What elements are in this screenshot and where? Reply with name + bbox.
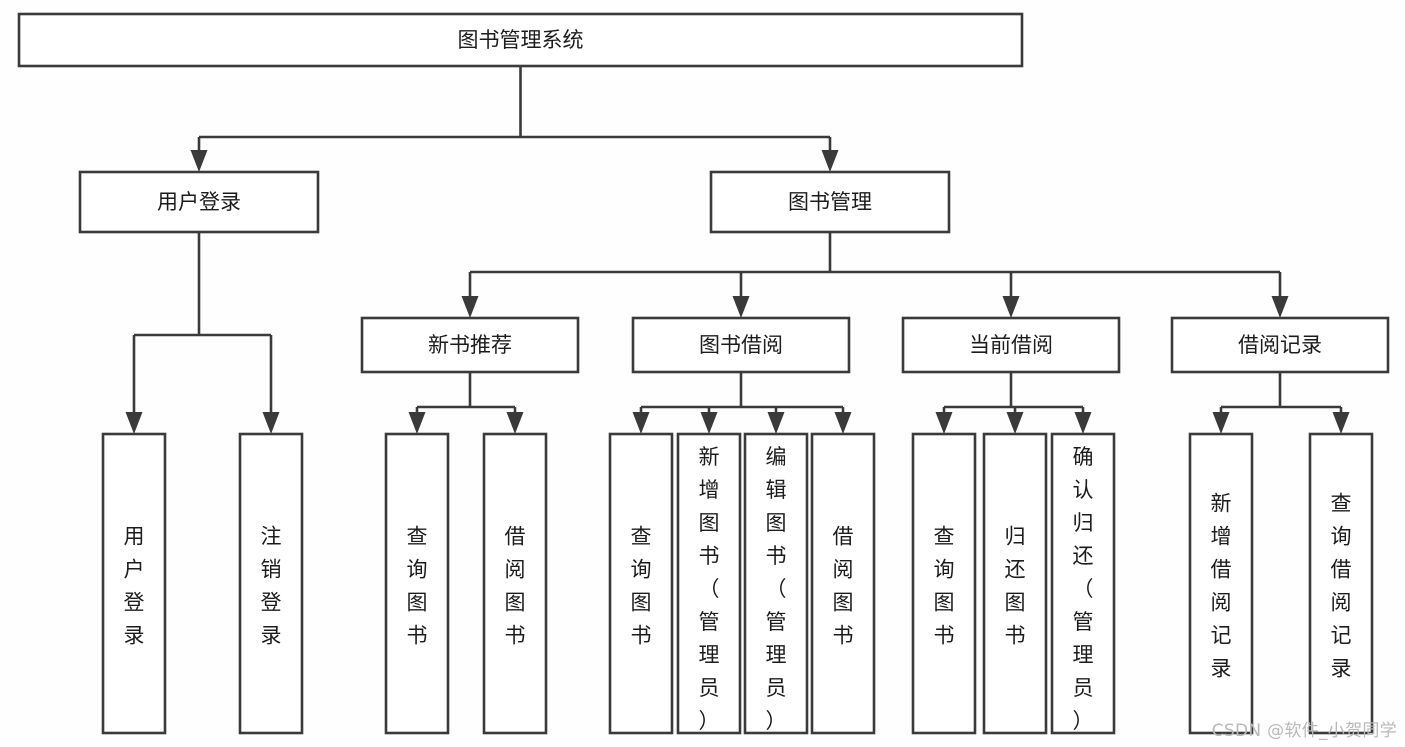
node-label: 归还图书: [1005, 525, 1026, 648]
node-leaf-query-book-2[interactable]: 查询图书: [608, 432, 674, 735]
arrow-head: [632, 412, 650, 434]
node-leaf-edit-book[interactable]: 编辑图书（管理员）: [743, 432, 809, 735]
node-label: 用户登录: [124, 525, 145, 648]
node-box: [911, 432, 977, 735]
node-label: 借阅图书: [505, 525, 526, 648]
node-leaf-query-book-3[interactable]: 查询图书: [911, 432, 977, 735]
arrow-head: [732, 296, 750, 318]
node-book-manage[interactable]: 图书管理: [709, 170, 951, 234]
node-box: [17, 12, 1024, 68]
node-box: [631, 316, 851, 374]
arrow-head: [506, 412, 524, 434]
node-label: 借阅图书: [833, 525, 854, 648]
node-label: 图书管理: [788, 190, 872, 214]
arrow-head: [461, 296, 479, 318]
node-leaf-borrow-book-2[interactable]: 借阅图书: [810, 432, 876, 735]
node-label: 借阅记录: [1238, 333, 1322, 357]
node-label: 查询图书: [407, 525, 428, 648]
arrow-head: [125, 412, 143, 434]
arrow-head: [834, 412, 852, 434]
node-leaf-add-book[interactable]: 新增图书（管理员）: [676, 432, 742, 735]
node-label: 确认归还（管理员）: [1073, 445, 1094, 733]
node-label: 新增图书（管理员）: [699, 445, 720, 733]
node-leaf-query-record[interactable]: 查询借阅记录: [1308, 432, 1374, 735]
node-leaf-add-record[interactable]: 新增借阅记录: [1188, 432, 1254, 735]
node-layer: 图书管理系统用户登录用户登录注销登录图书管理新书推荐查询图书借阅图书图书借阅查询…: [17, 12, 1390, 735]
node-box: [608, 432, 674, 735]
node-box: [384, 432, 450, 735]
node-label: 查询图书: [631, 525, 652, 648]
arrow-head: [1332, 412, 1350, 434]
node-label: 注销登录: [261, 525, 282, 648]
node-label: 当前借阅: [969, 333, 1053, 357]
arrow-head: [262, 412, 280, 434]
node-box: [1170, 316, 1390, 374]
node-box: [78, 170, 320, 234]
node-current-borrow[interactable]: 当前借阅: [901, 316, 1121, 374]
node-box: [743, 432, 809, 735]
node-borrow-record[interactable]: 借阅记录: [1170, 316, 1390, 374]
node-label: 查询借阅记录: [1331, 492, 1352, 681]
node-leaf-confirm-return[interactable]: 确认归还（管理员）: [1050, 432, 1116, 735]
arrow-head: [1074, 412, 1092, 434]
node-box: [982, 432, 1048, 735]
arrow-head: [1006, 412, 1024, 434]
node-leaf-return-book[interactable]: 归还图书: [982, 432, 1048, 735]
node-box: [901, 316, 1121, 374]
arrow-head: [700, 412, 718, 434]
arrow-head: [767, 412, 785, 434]
node-box: [1308, 432, 1374, 735]
node-box: [360, 316, 580, 374]
node-box: [101, 432, 167, 735]
node-label: 图书管理系统: [458, 28, 584, 52]
node-leaf-borrow-book-1[interactable]: 借阅图书: [482, 432, 548, 735]
arrow-head: [190, 150, 208, 172]
node-box: [238, 432, 304, 735]
arrow-head: [1271, 296, 1289, 318]
node-new-book-recommend[interactable]: 新书推荐: [360, 316, 580, 374]
node-label: 新增借阅记录: [1211, 492, 1232, 681]
node-user-login[interactable]: 用户登录: [78, 170, 320, 234]
node-box: [810, 432, 876, 735]
node-box: [709, 170, 951, 234]
arrow-head: [408, 412, 426, 434]
node-leaf-user-logout[interactable]: 注销登录: [238, 432, 304, 735]
arrow-head: [935, 412, 953, 434]
node-label: 查询图书: [934, 525, 955, 648]
arrow-head: [821, 150, 839, 172]
node-leaf-query-book-1[interactable]: 查询图书: [384, 432, 450, 735]
arrow-head: [1212, 412, 1230, 434]
arrow-head: [1002, 296, 1020, 318]
node-box: [1188, 432, 1254, 735]
node-box: [482, 432, 548, 735]
node-label: 编辑图书（管理员）: [766, 445, 787, 733]
watermark-text: CSDN @软件_小贺同学: [1211, 721, 1397, 741]
node-leaf-user-login[interactable]: 用户登录: [101, 432, 167, 735]
node-book-borrow[interactable]: 图书借阅: [631, 316, 851, 374]
node-box: [1050, 432, 1116, 735]
node-root[interactable]: 图书管理系统: [17, 12, 1024, 68]
connector-layer: [125, 66, 1350, 434]
node-label: 新书推荐: [428, 333, 512, 357]
node-label: 用户登录: [157, 190, 241, 214]
node-box: [676, 432, 742, 735]
node-label: 图书借阅: [699, 333, 783, 357]
